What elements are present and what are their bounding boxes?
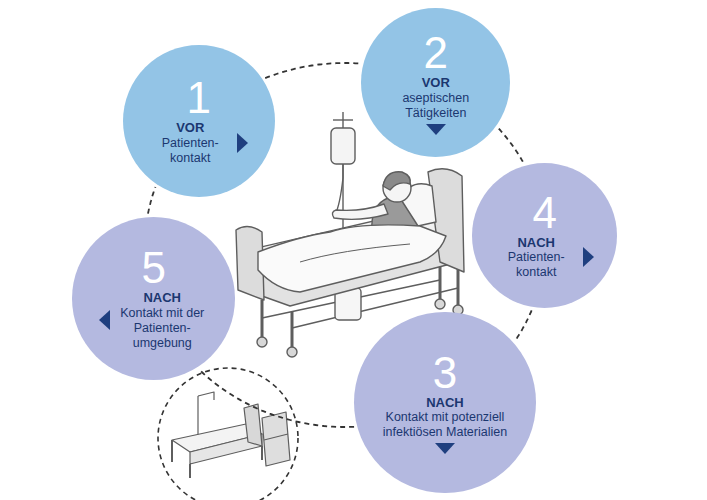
ring-connector [515,310,531,340]
moment-number: 1 [186,76,210,120]
circle-content: 2VORaseptischen Tätigkeiten [391,31,481,135]
moment-circle: 3NACHKontakt mit potenziell infektiösen … [354,312,535,493]
direction-arrow [237,133,248,153]
text-block: NACHKontakt mit potenziell infektiösen M… [378,395,512,441]
moment-circle: 4NACHPatienten- kontakt [472,163,618,309]
direction-arrow [426,124,446,135]
moment-number: 2 [424,31,448,75]
moment-number: 5 [141,246,165,290]
moment-number: 3 [433,351,457,395]
moment-description: aseptischen Tätigkeiten [391,91,481,121]
moment-heading: VOR [422,75,450,91]
direction-arrow [99,310,110,330]
text-block: VORaseptischen Tätigkeiten [391,75,481,121]
moment-heading: VOR [176,120,204,136]
text-block: VORPatienten- kontakt [149,120,231,166]
direction-arrow [435,443,455,454]
moment-circle: 2VORaseptischen Tätigkeiten [361,8,510,157]
circle-content: 5NACHKontakt mit der Patienten- umgebung [99,246,208,351]
moment-heading: NACH [426,395,464,411]
text-row: VORaseptischen Tätigkeiten [391,75,481,121]
moment-number: 4 [532,191,556,235]
text-row: NACHKontakt mit der Patienten- umgebung [99,290,208,351]
moment-heading: NACH [143,290,181,306]
text-row: VORPatienten- kontakt [149,120,248,166]
moment-description: Kontakt mit potenziell infektiösen Mater… [378,410,512,440]
circle-content: 3NACHKontakt mit potenziell infektiösen … [378,351,512,455]
text-block: NACHPatienten- kontakt [495,235,577,281]
moment-circle: 5NACHKontakt mit der Patienten- umgebung [72,217,235,380]
direction-arrow [583,247,594,267]
ring-connector [199,370,354,427]
moment-circle: 1VORPatienten- kontakt [123,45,275,197]
ring-connector [265,63,360,78]
moment-description: Patienten- kontakt [495,250,577,280]
text-row: NACHKontakt mit potenziell infektiösen M… [378,395,512,441]
moment-heading: NACH [517,235,555,251]
ring-connector [499,129,524,163]
circle-content: 1VORPatienten- kontakt [149,76,248,166]
moment-description: Kontakt mit der Patienten- umgebung [116,306,208,351]
ring-connector [148,187,155,214]
moment-description: Patienten- kontakt [149,136,231,166]
text-row: NACHPatienten- kontakt [495,235,594,281]
circle-content: 4NACHPatienten- kontakt [495,191,594,281]
text-block: NACHKontakt mit der Patienten- umgebung [116,290,208,351]
